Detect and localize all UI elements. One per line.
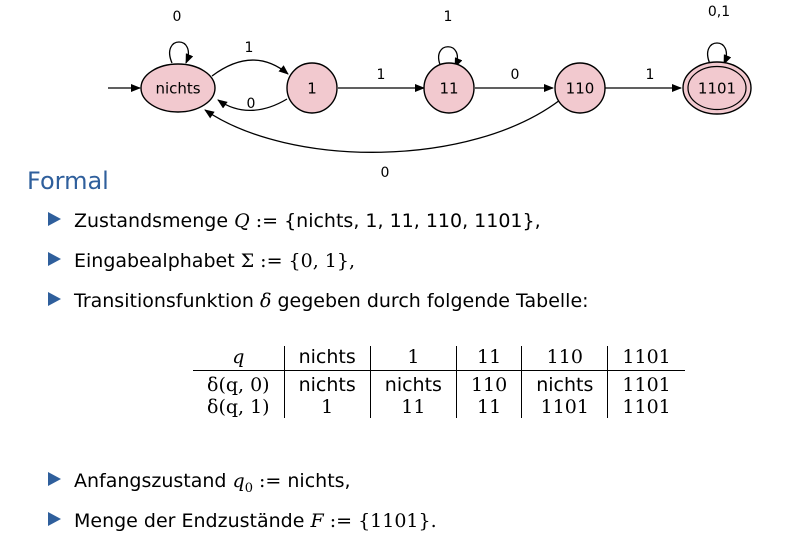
table-cell: nichts [521, 370, 608, 396]
bullet-text: Zustandsmenge [74, 210, 229, 232]
assign-operator: := [252, 470, 288, 492]
state-label-110: 110 [566, 80, 595, 98]
table-header-cell: q [193, 346, 285, 371]
state-label-1101: 1101 [698, 80, 736, 98]
edge-11-self [438, 46, 463, 68]
math-symbol: Q [234, 210, 250, 232]
bullet-state-set: Zustandsmenge Q := {nichts, 1, 11, 110, … [48, 210, 541, 232]
edge-label-nichts-self: 0 [173, 9, 182, 25]
table-cell: 11 [455, 396, 522, 418]
table-cell: 1101 [521, 396, 608, 418]
table-header-row: q nichts 1 11 110 1101 [193, 346, 685, 371]
edge-nichts-self [169, 41, 194, 64]
state-label-11: 11 [439, 80, 458, 98]
bullet-start-state: Anfangszustand q0 := nichts, [48, 470, 351, 496]
state-set-value: {nichts, 1, 11, 110, 1101}, [284, 210, 541, 232]
bullet-triangle-icon [48, 472, 61, 486]
edge-label-110-1101: 1 [646, 67, 655, 83]
bullet-triangle-icon [48, 512, 61, 526]
edge-label-1-11: 1 [377, 67, 386, 83]
bullet-text: Anfangszustand [74, 470, 227, 492]
table-cell: 1101 [607, 370, 685, 396]
bullet-final-states: Menge der Endzustände F := {1101}. [48, 510, 437, 532]
table-cell: 110 [455, 370, 522, 396]
edge-110-nichts [204, 99, 561, 153]
table-header-cell: 1101 [607, 346, 685, 371]
edge-label-1-nichts: 0 [247, 96, 256, 112]
bullet-text: Transitionsfunktion [74, 290, 254, 312]
math-symbol: q [232, 470, 245, 492]
state-nichts [140, 63, 216, 113]
table-row-label: δ(q, 1) [207, 396, 270, 418]
table-header-cell: 1 [369, 346, 457, 371]
bullet-text: Menge der Endzustände [74, 510, 305, 532]
state-label-1: 1 [307, 80, 317, 98]
state-1 [286, 62, 338, 114]
bullet-triangle-icon [48, 252, 61, 266]
state-1101-outer [682, 61, 752, 115]
bullet-alphabet: Eingabealphabet Σ := {0, 1}, [48, 250, 355, 272]
state-1101-inner [687, 65, 747, 111]
automaton-diagram: nichts 1 11 110 1101 0 1 0 1 1 0 1 0 0,1 [108, 4, 752, 181]
state-110 [554, 62, 606, 114]
math-symbol: F [310, 510, 324, 532]
assign-operator: := [323, 510, 359, 532]
table-cell: 1 [283, 396, 371, 418]
table-cell: 11 [369, 396, 457, 418]
math-symbol: δ [260, 290, 272, 312]
table-row: δ(q, 1) 1 11 11 1101 1101 [193, 396, 685, 418]
edge-label-11-self: 1 [444, 9, 453, 25]
edge-1101-self [707, 42, 732, 65]
table-row-label: δ(q, 0) [207, 374, 270, 396]
start-state-value: nichts, [287, 470, 351, 492]
table-cell: nichts [369, 370, 457, 396]
edge-label-nichts-1: 1 [245, 40, 254, 56]
state-label-nichts: nichts [155, 80, 200, 98]
table-cell: nichts [283, 370, 371, 396]
section-heading: Formal [27, 167, 109, 195]
edge-1-nichts [217, 98, 288, 111]
final-states-value: {1101}. [358, 510, 437, 532]
math-subscript: 0 [244, 480, 253, 496]
edge-label-1101-self: 0,1 [708, 4, 730, 20]
math-symbol: Σ [240, 250, 255, 272]
table-cell: 1101 [607, 396, 685, 418]
edge-label-110-nichts: 0 [381, 165, 390, 181]
bullet-text: Eingabealphabet [74, 250, 235, 272]
table-header-cell: 11 [455, 346, 522, 371]
bullet-transition-function: Transitionsfunktion δ gegeben durch folg… [48, 290, 589, 312]
transition-table: q nichts 1 11 110 1101 δ(q, 0) nichts ni… [193, 346, 685, 418]
table-row: δ(q, 0) nichts nichts 110 nichts 1101 [193, 370, 685, 396]
table-header-cell: nichts [283, 346, 371, 371]
table-header-cell: 110 [521, 346, 608, 371]
bullet-triangle-icon [48, 212, 61, 226]
bullet-triangle-icon [48, 292, 61, 306]
edge-nichts-1 [211, 59, 289, 77]
edge-label-11-110: 0 [511, 67, 520, 83]
assign-operator: := [254, 250, 289, 272]
alphabet-value: {0, 1}, [288, 250, 356, 272]
state-11 [423, 62, 475, 114]
assign-operator: := [249, 210, 285, 232]
bullet-text-tail: gegeben durch folgende Tabelle: [277, 290, 589, 312]
